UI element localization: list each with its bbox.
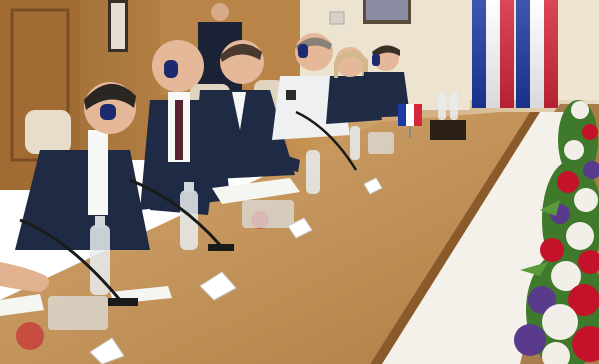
wall-switch	[329, 11, 345, 25]
glass-with-drink	[16, 322, 44, 350]
headset-icon	[164, 60, 178, 78]
water-bottle	[350, 126, 360, 160]
frame-picture	[111, 3, 125, 49]
chair-back-1	[25, 110, 71, 154]
headset-icon	[100, 104, 116, 120]
microphone	[129, 178, 222, 246]
table-edge	[370, 112, 540, 364]
name-card	[287, 217, 313, 239]
name-card	[199, 271, 237, 301]
paper-sheet	[212, 178, 300, 204]
desk-flag-france	[398, 104, 422, 138]
water-bottle	[180, 182, 198, 250]
french-flag-right	[516, 0, 558, 108]
microphone	[295, 110, 358, 171]
glass-tray	[242, 200, 294, 228]
paper-sheet	[0, 294, 44, 316]
glass-tray	[368, 132, 394, 154]
water-bottle	[90, 216, 110, 295]
french-flag-left	[472, 0, 514, 108]
person-center	[192, 40, 300, 180]
staff-standing-head	[211, 3, 229, 21]
water-bottle	[306, 150, 320, 194]
glass-tray	[48, 296, 108, 330]
name-card	[363, 177, 383, 195]
water-bottle	[438, 92, 446, 120]
microphone-base	[208, 244, 234, 251]
water-bottle	[450, 92, 458, 120]
person-far	[360, 45, 410, 118]
microphone	[19, 218, 122, 301]
hand-foreground	[0, 262, 49, 292]
desk-box	[430, 120, 466, 140]
name-card	[89, 337, 125, 364]
headset-icon	[372, 54, 380, 66]
headset-icon	[298, 44, 308, 58]
microphone-base	[108, 298, 138, 306]
flower-arrangement	[514, 100, 599, 364]
portrait-picture	[366, 0, 408, 20]
